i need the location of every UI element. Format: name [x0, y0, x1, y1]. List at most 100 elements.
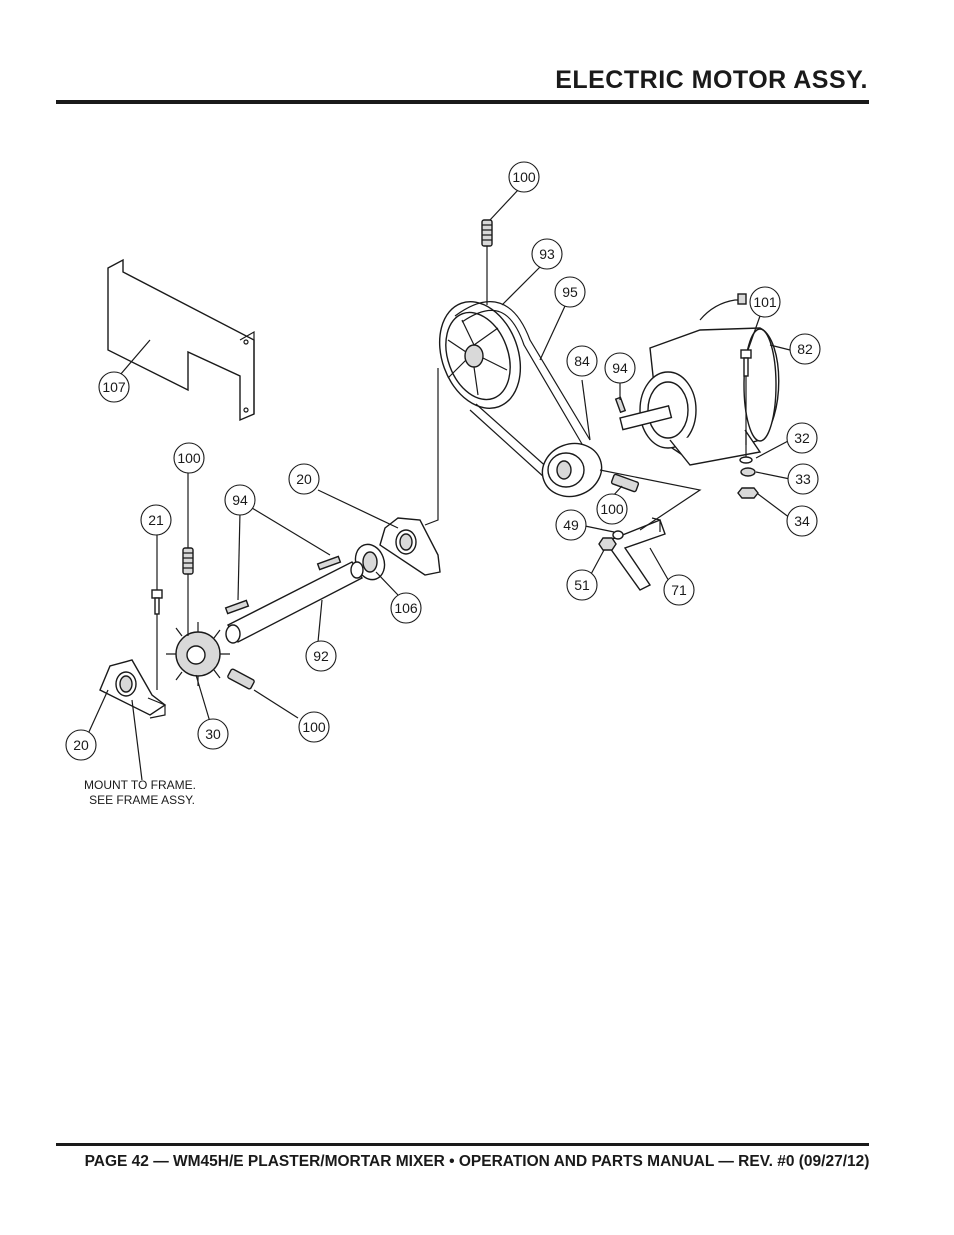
callout-label: 84 [574, 353, 590, 369]
callout-label: 21 [148, 512, 164, 528]
callout-c34: 34 [786, 505, 818, 537]
callout-label: 51 [574, 577, 590, 593]
callout-circle [566, 345, 598, 377]
lock-washer [740, 467, 756, 477]
key-shaft-upper [316, 555, 342, 571]
callout-label: 100 [302, 719, 326, 735]
callout-c21: 21 [140, 504, 172, 536]
callout-circle [555, 509, 587, 541]
callout-label: 106 [394, 600, 418, 616]
mount-note-line1: MOUNT TO FRAME. [84, 778, 196, 792]
callout-label: 95 [562, 284, 578, 300]
callout-circle [173, 442, 205, 474]
key-motor [614, 396, 627, 414]
callout-c51: 51 [566, 569, 598, 601]
page-footer: PAGE 42 — WM45H/E PLASTER/MORTAR MIXER •… [84, 1153, 870, 1170]
callouts: 100 93 95 101 82 84 94 107 32 33 34 100 20 94 21 49 100 5… [65, 161, 821, 761]
belt-guard [107, 258, 255, 422]
callout-label: 33 [795, 471, 811, 487]
callout-label: 100 [600, 501, 624, 517]
header-rule [56, 100, 869, 104]
set-screw-lower [227, 668, 255, 690]
key-shaft-lower [224, 599, 250, 615]
set-screw-pulley [610, 473, 640, 493]
callout-c20b: 20 [65, 729, 97, 761]
callout-c33: 33 [787, 463, 819, 495]
callout-c101: 101 [749, 286, 781, 318]
callout-circle [65, 729, 97, 761]
callout-label: 93 [539, 246, 555, 262]
callout-label: 94 [232, 492, 248, 508]
mount-note-line2: SEE FRAME ASSY. [89, 793, 195, 807]
callout-circle [508, 161, 540, 193]
drive-gear [166, 622, 230, 686]
callout-circle [604, 352, 636, 384]
leader-lines [87, 189, 791, 781]
callout-c49: 49 [555, 509, 587, 541]
callout-c100c: 100 [173, 442, 205, 474]
callout-c100d: 100 [298, 711, 330, 743]
callout-circle [786, 505, 818, 537]
callout-circle [749, 286, 781, 318]
callout-c100a: 100 [508, 161, 540, 193]
large-pulley [438, 301, 522, 409]
hex-nut [737, 487, 759, 499]
callout-c84: 84 [566, 345, 598, 377]
callout-circle [663, 574, 695, 606]
callout-circle [566, 569, 598, 601]
flat-washer [739, 456, 753, 464]
callout-circle [98, 371, 130, 403]
nut-51 [598, 537, 617, 551]
callout-label: 107 [102, 379, 126, 395]
callout-label: 100 [512, 169, 536, 185]
callout-label: 32 [794, 430, 810, 446]
callout-label: 20 [73, 737, 89, 753]
callout-circle [554, 276, 586, 308]
callout-circle [140, 504, 172, 536]
callout-label: 92 [313, 648, 329, 664]
callout-c30: 30 [197, 718, 229, 750]
callout-label: 94 [612, 360, 628, 376]
callout-circle [288, 463, 320, 495]
callout-circle [197, 718, 229, 750]
callout-label: 34 [794, 513, 810, 529]
footer-rule [56, 1143, 869, 1146]
callout-label: 82 [797, 341, 813, 357]
callout-label: 30 [205, 726, 221, 742]
callout-c94b: 94 [224, 484, 256, 516]
motor-bracket [609, 517, 666, 591]
callout-circle [786, 422, 818, 454]
callout-label: 49 [563, 517, 579, 533]
drive-shaft [225, 561, 364, 644]
callout-label: 100 [177, 450, 201, 466]
callout-label: 20 [296, 471, 312, 487]
callout-c82: 82 [789, 333, 821, 365]
callout-c20a: 20 [288, 463, 320, 495]
callout-circle [298, 711, 330, 743]
callout-c106: 106 [390, 592, 422, 624]
callout-circle [787, 463, 819, 495]
callout-c32: 32 [786, 422, 818, 454]
callout-circle [390, 592, 422, 624]
callout-c95: 95 [554, 276, 586, 308]
callout-label: 71 [671, 582, 687, 598]
mount-bolt [151, 589, 163, 615]
callout-circle [305, 640, 337, 672]
set-screw-left-vertical [182, 547, 194, 575]
callout-c92: 92 [305, 640, 337, 672]
electric-motor [619, 293, 780, 466]
callout-circle [531, 238, 563, 270]
callout-circle [224, 484, 256, 516]
callout-c93: 93 [531, 238, 563, 270]
washer-49 [612, 530, 624, 540]
pillow-block-bearing-upper [379, 517, 441, 576]
callout-c100b: 100 [596, 493, 628, 525]
small-pulley [541, 442, 603, 498]
v-belt [454, 301, 591, 479]
set-screw-top [481, 219, 493, 247]
page-title: ELECTRIC MOTOR ASSY. [555, 66, 868, 94]
callout-c94a: 94 [604, 352, 636, 384]
callout-label: 101 [753, 294, 777, 310]
pillow-block-bearing-lower [99, 659, 167, 719]
